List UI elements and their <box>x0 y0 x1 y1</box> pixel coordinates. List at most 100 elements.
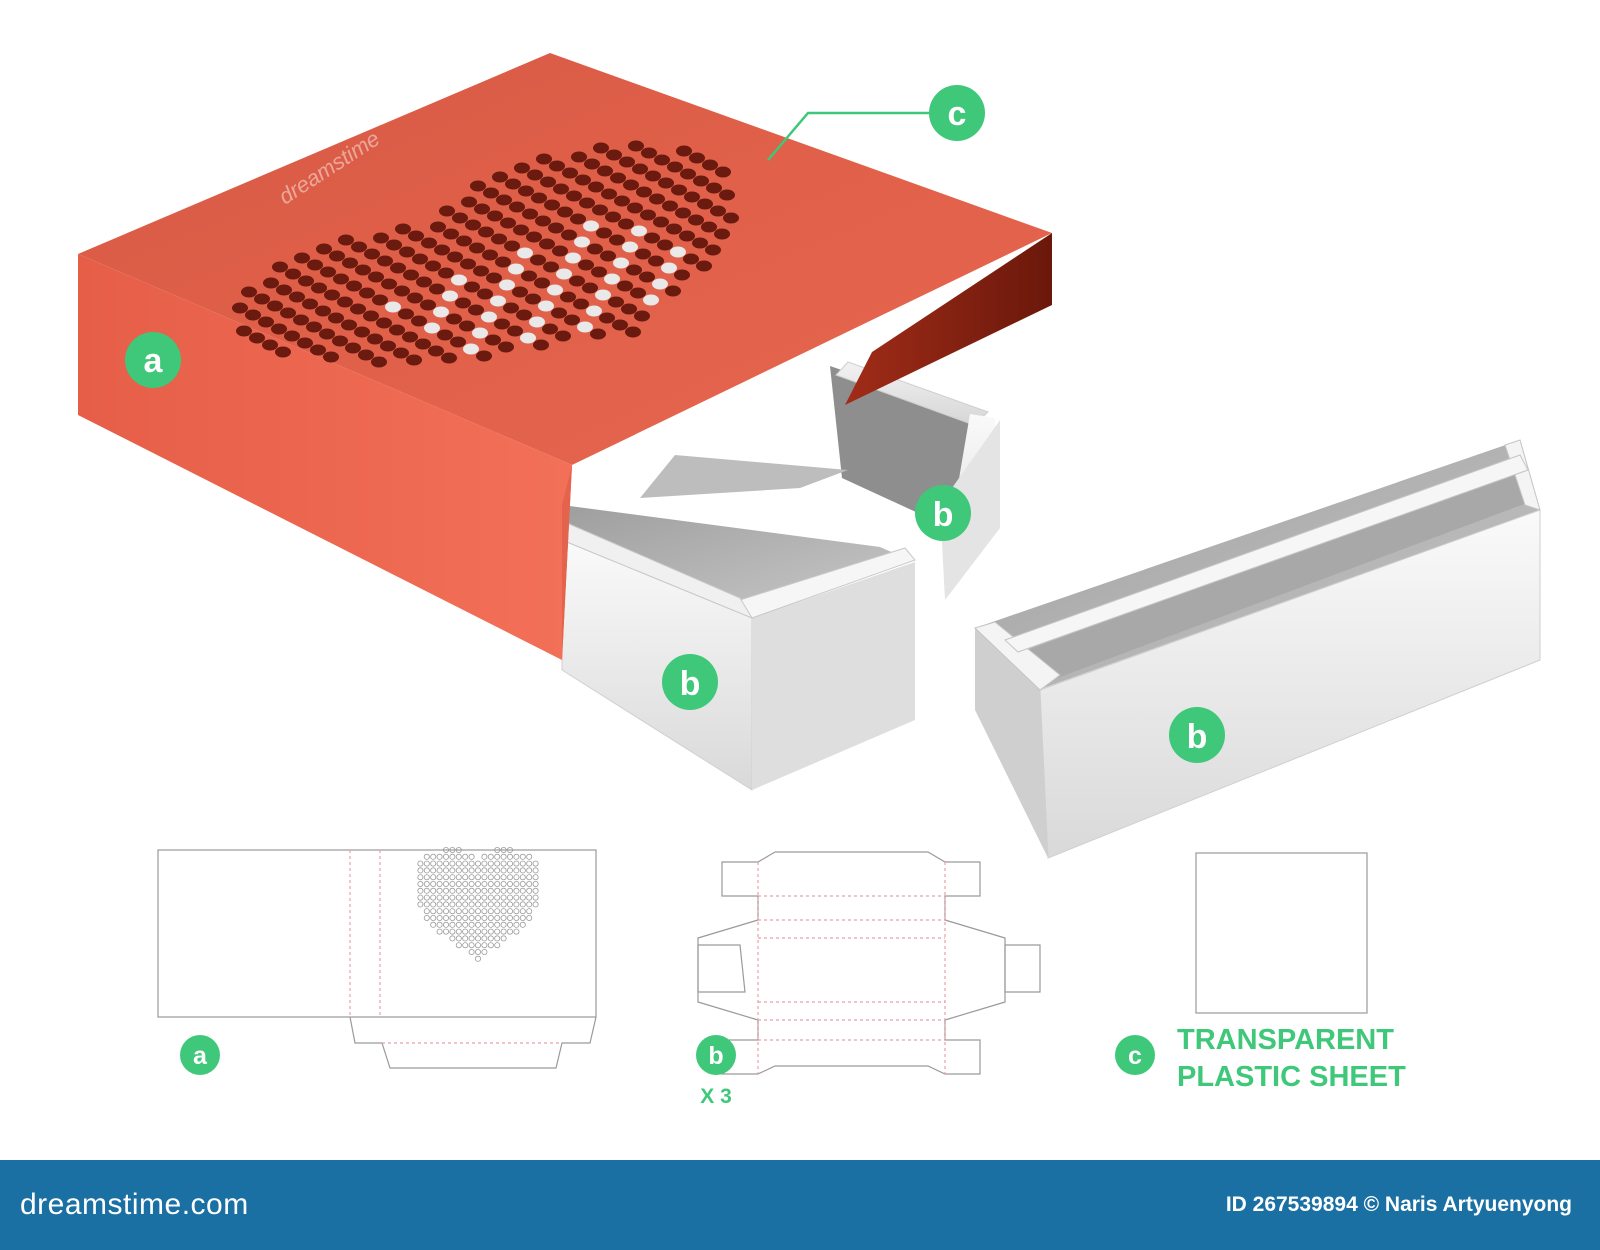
dieline-hole <box>442 847 449 854</box>
perforation-hole <box>639 271 655 283</box>
dieline-hole <box>430 921 437 928</box>
dieline-hole <box>474 867 481 874</box>
perforation-hole <box>377 255 393 267</box>
perforation-hole <box>592 204 608 216</box>
perforation-hole <box>657 239 673 251</box>
perforation-hole <box>316 243 332 255</box>
perforation-hole <box>552 245 568 257</box>
perforation-hole <box>472 327 488 339</box>
dieline-hole <box>417 867 424 874</box>
heart-perforation <box>232 140 739 368</box>
perforation-hole <box>437 329 453 341</box>
perforation-hole <box>439 205 455 217</box>
perforation-hole <box>529 316 545 328</box>
perforation-hole <box>512 286 528 298</box>
dieline-hole <box>455 847 462 854</box>
callout-a-badge: a <box>125 332 181 388</box>
perforation-hole <box>408 230 424 242</box>
perforation-hole <box>622 241 638 253</box>
perforation-hole <box>249 332 265 344</box>
dieline-hole <box>417 860 424 867</box>
dieline-hole <box>455 867 462 874</box>
dieline-hole <box>513 853 520 860</box>
dieline-hole <box>474 874 481 881</box>
dieline-hole <box>436 887 443 894</box>
dieline-hole <box>506 881 513 888</box>
perforation-hole <box>482 249 498 261</box>
perforation-hole <box>547 284 563 296</box>
dieline-hole <box>430 908 437 915</box>
perforation-hole <box>447 251 463 263</box>
dieline-hole <box>468 853 475 860</box>
dieline-hole <box>487 881 494 888</box>
dieline-hole <box>430 860 437 867</box>
dieline-hole <box>513 928 520 935</box>
dieline-hole <box>487 942 494 949</box>
dieline-hole <box>481 874 488 881</box>
perforation-hole <box>364 248 380 260</box>
perforation-hole <box>710 205 726 217</box>
dieline-hole <box>526 901 533 908</box>
perforation-hole <box>670 246 686 258</box>
dieline-hole <box>449 874 456 881</box>
dieline-hole <box>500 921 507 928</box>
dieline-hole <box>494 928 501 935</box>
perforation-hole <box>505 178 521 190</box>
perforation-hole <box>298 275 314 287</box>
dieline-hole <box>526 915 533 922</box>
perforation-hole <box>285 268 301 280</box>
dieline-hole <box>487 921 494 928</box>
dieline-hole <box>430 867 437 874</box>
perforation-hole <box>556 268 572 280</box>
perforation-hole <box>667 161 683 173</box>
perforation-hole <box>498 341 514 353</box>
dieline-hole <box>487 894 494 901</box>
callout-b-badge-front: b <box>662 654 718 710</box>
dieline-hole <box>423 853 430 860</box>
footer-credit: ID 267539894 © Naris Artyuenyong <box>1225 1193 1572 1216</box>
dieline-hole <box>513 915 520 922</box>
dieline-hole <box>526 887 533 894</box>
perforation-hole <box>424 322 440 334</box>
dieline-c-sheet <box>1195 852 1368 1014</box>
perforation-hole <box>535 215 551 227</box>
dieline-hole <box>494 847 501 854</box>
dieline-hole <box>423 894 430 901</box>
perforation-hole <box>338 234 354 246</box>
perforation-hole <box>491 233 507 245</box>
perforation-hole <box>675 207 691 219</box>
dieline-hole <box>462 935 469 942</box>
dieline-hole <box>462 894 469 901</box>
dieline-hole <box>423 860 430 867</box>
perforation-hole <box>319 328 335 340</box>
dieline-hole <box>487 915 494 922</box>
perforation-hole <box>421 237 437 249</box>
perforation-hole <box>354 326 370 338</box>
perforation-hole <box>464 281 480 293</box>
dieline-hole <box>513 908 520 915</box>
perforation-hole <box>612 319 628 331</box>
perforation-hole <box>371 356 387 368</box>
perforation-hole <box>665 285 681 297</box>
perforation-hole <box>306 321 322 333</box>
dieline-hole <box>417 881 424 888</box>
perforation-hole <box>380 340 396 352</box>
perforation-hole <box>441 352 457 364</box>
callout-c-badge: c <box>929 85 985 141</box>
perforation-hole <box>619 156 635 168</box>
callout-b-label-front: b <box>680 665 701 703</box>
dieline-hole <box>519 867 526 874</box>
perforation-hole <box>521 270 537 282</box>
dieline-hole <box>449 867 456 874</box>
dieline-hole <box>462 860 469 867</box>
perforation-hole <box>481 311 497 323</box>
perforation-hole <box>693 175 709 187</box>
perforation-hole <box>540 176 556 188</box>
dieline-hole <box>506 908 513 915</box>
perforation-hole <box>643 294 659 306</box>
dieline-hole <box>462 874 469 881</box>
perforation-hole <box>662 200 678 212</box>
legend-b-badge: b <box>696 1035 736 1075</box>
dieline-hole <box>436 915 443 922</box>
perforation-hole <box>680 168 696 180</box>
